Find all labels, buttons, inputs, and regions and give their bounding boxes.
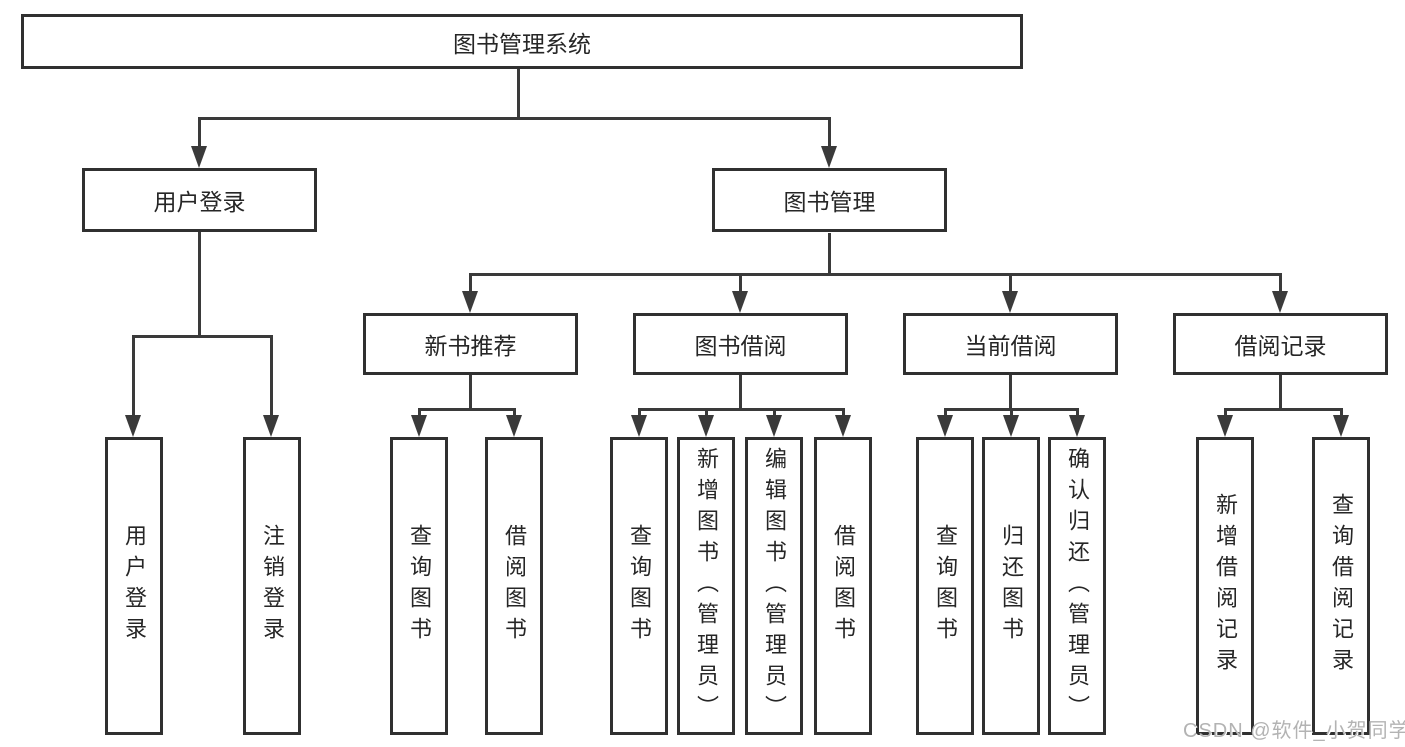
arrowhead-down	[732, 291, 748, 313]
arrowhead-down	[1217, 415, 1233, 437]
node-label: 图书借阅	[694, 333, 787, 359]
leaf-label: 编辑图书（管理员）	[762, 446, 787, 726]
connector	[469, 273, 1282, 276]
connector	[638, 408, 641, 417]
node-label: 图书管理系统	[453, 30, 591, 57]
node-label: 借阅记录	[1234, 333, 1327, 359]
arrowhead-down	[263, 415, 279, 437]
connector	[828, 117, 831, 146]
node-label: 新书推荐	[424, 333, 517, 359]
connector	[1009, 273, 1012, 291]
connector	[198, 117, 201, 146]
leaf-query-books: 查询图书	[390, 437, 448, 735]
leaf-query-books: 查询图书	[610, 437, 668, 735]
connector	[418, 408, 516, 411]
connector	[198, 117, 831, 120]
connector	[1279, 375, 1282, 408]
node-label: 图书管理	[783, 189, 876, 215]
leaf-label: 查询图书	[407, 524, 432, 648]
connector	[1224, 408, 1227, 417]
node-current-borrowing: 当前借阅	[903, 313, 1118, 375]
leaf-logout: 注销登录	[243, 437, 301, 735]
leaf-edit-books-admin: 编辑图书（管理员）	[745, 437, 803, 735]
arrowhead-down	[125, 415, 141, 437]
arrowhead-down	[411, 415, 427, 437]
connector	[1279, 273, 1282, 291]
node-borrowing-records: 借阅记录	[1173, 313, 1388, 375]
leaf-borrow-books: 借阅图书	[485, 437, 543, 735]
connector	[1076, 408, 1079, 417]
connector	[270, 335, 273, 415]
leaf-label: 确认归还（管理员）	[1065, 446, 1090, 726]
arrowhead-down	[506, 415, 522, 437]
arrowhead-down	[1272, 291, 1288, 313]
connector	[739, 273, 742, 291]
connector	[517, 69, 520, 117]
connector	[705, 408, 708, 417]
connector	[132, 335, 135, 415]
csdn-watermark: CSDN @软件_小贺同学	[1183, 720, 1405, 742]
leaf-return-books: 归还图书	[982, 437, 1040, 735]
leaf-label: 查询借阅记录	[1329, 493, 1354, 679]
connector	[828, 233, 831, 273]
connector	[1009, 375, 1012, 408]
connector	[418, 408, 421, 417]
leaf-label: 借阅图书	[502, 524, 527, 648]
arrowhead-down	[1069, 415, 1085, 437]
leaf-label: 注销登录	[260, 524, 285, 648]
node-new-book-recommendation: 新书推荐	[363, 313, 578, 375]
arrowhead-down	[1333, 415, 1349, 437]
leaf-user-login: 用户登录	[105, 437, 163, 735]
connector	[1340, 408, 1343, 417]
node-book-management: 图书管理	[712, 168, 947, 232]
leaf-confirm-return-admin: 确认归还（管理员）	[1048, 437, 1106, 735]
arrowhead-down	[766, 415, 782, 437]
leaf-label: 用户登录	[122, 524, 147, 648]
connector	[842, 408, 845, 417]
node-library-management-system: 图书管理系统	[21, 14, 1023, 69]
arrowhead-down	[698, 415, 714, 437]
arrowhead-down	[937, 415, 953, 437]
leaf-query-borrow-record: 查询借阅记录	[1312, 437, 1370, 735]
arrowhead-down	[835, 415, 851, 437]
leaf-label: 归还图书	[999, 524, 1024, 648]
arrowhead-down	[821, 146, 837, 168]
connector	[198, 232, 201, 335]
connector	[469, 375, 472, 408]
leaf-label: 新增图书（管理员）	[694, 446, 719, 726]
connector	[944, 408, 947, 417]
connector	[1224, 408, 1343, 411]
arrowhead-down	[1003, 415, 1019, 437]
leaf-label: 新增借阅记录	[1213, 493, 1238, 679]
arrowhead-down	[191, 146, 207, 168]
node-label: 用户登录	[153, 189, 246, 215]
connector	[1010, 408, 1013, 417]
leaf-add-books-admin: 新增图书（管理员）	[677, 437, 735, 735]
node-book-borrowing: 图书借阅	[633, 313, 848, 375]
connector	[773, 408, 776, 417]
leaf-add-borrow-record: 新增借阅记录	[1196, 437, 1254, 735]
node-label: 当前借阅	[964, 333, 1057, 359]
connector	[132, 335, 272, 338]
connector	[638, 408, 845, 411]
arrowhead-down	[462, 291, 478, 313]
leaf-borrow-books: 借阅图书	[814, 437, 872, 735]
connector	[469, 273, 472, 291]
arrowhead-down	[631, 415, 647, 437]
connector	[513, 408, 516, 417]
arrowhead-down	[1002, 291, 1018, 313]
leaf-label: 借阅图书	[831, 524, 856, 648]
leaf-query-books: 查询图书	[916, 437, 974, 735]
leaf-label: 查询图书	[933, 524, 958, 648]
node-user-login: 用户登录	[82, 168, 317, 232]
leaf-label: 查询图书	[627, 524, 652, 648]
connector	[739, 375, 742, 408]
